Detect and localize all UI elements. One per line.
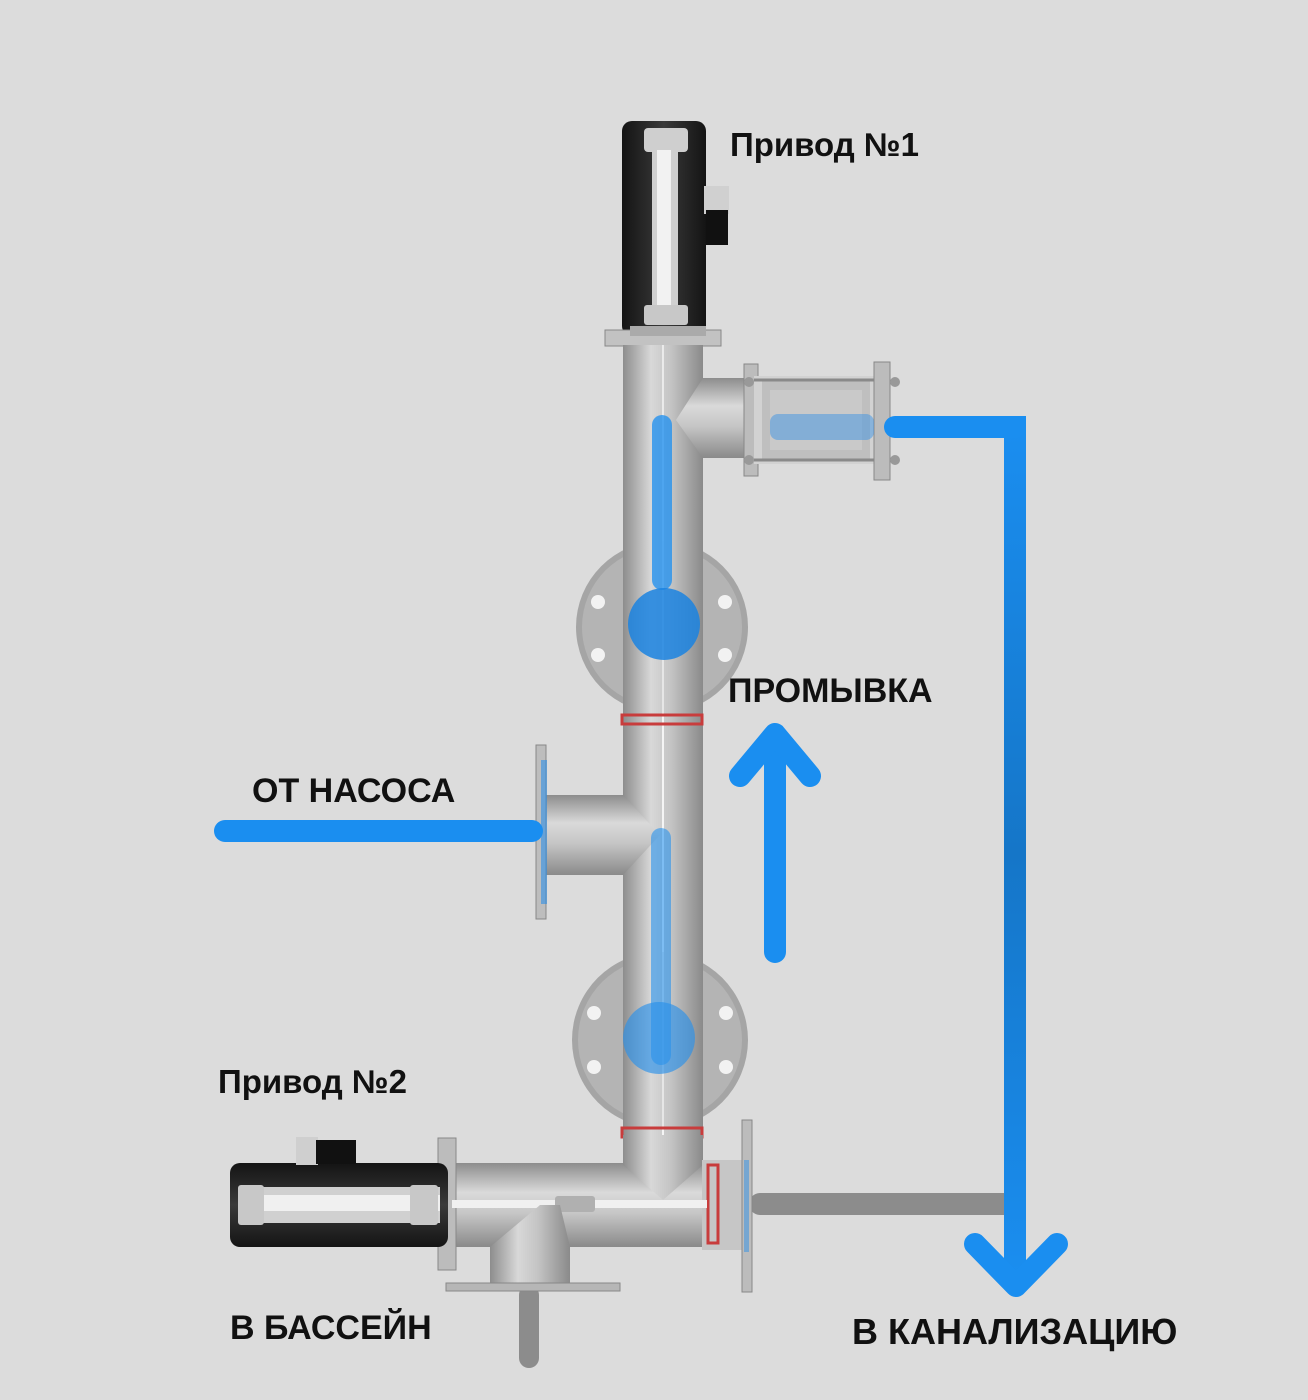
drive-2-label: Привод №2 (218, 1063, 407, 1100)
upper-valve-disc (628, 588, 700, 660)
down-arrow-icon (964, 1233, 1068, 1297)
actuator-1 (604, 121, 729, 347)
actuator-2 (230, 1137, 448, 1247)
drive-1-label: Привод №1 (730, 126, 919, 163)
flow-sewer-line (895, 416, 1026, 1280)
to-sewer-label: В КАНАЛИЗАЦИЮ (852, 1311, 1178, 1352)
from-pump-label: ОТ НАСОСА (252, 772, 456, 810)
seal-ring-upper (620, 713, 704, 726)
lower-valve-disc (623, 1002, 695, 1074)
flush-label: ПРОМЫВКА (728, 672, 933, 710)
bottom-body (437, 1119, 753, 1293)
up-arrow-icon (729, 723, 821, 787)
upper-outlet (676, 361, 900, 481)
to-pool-label: В БАССЕЙН (230, 1309, 432, 1347)
